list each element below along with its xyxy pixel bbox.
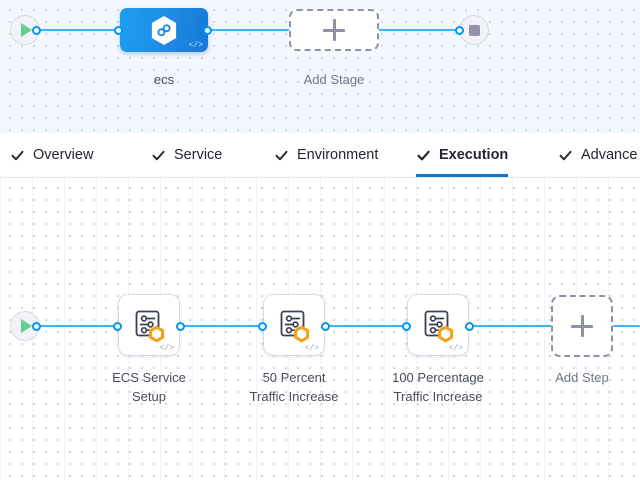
add-stage-button[interactable] (289, 9, 379, 51)
check-icon (11, 150, 24, 160)
tab-service-label: Service (174, 147, 223, 163)
step-connector-line-2 (180, 325, 264, 327)
tab-advanced[interactable]: Advance (558, 133, 637, 177)
stage-connector-line-1 (36, 29, 162, 31)
settings-sliders-icon (277, 308, 311, 343)
tab-execution-label: Execution (439, 147, 509, 163)
pipeline-start-node[interactable] (10, 15, 40, 45)
step-node-50-percent-traffic-increase[interactable]: </> (264, 295, 324, 355)
tab-service[interactable]: Service (151, 133, 222, 177)
step-connector-line-5 (613, 325, 640, 327)
step-code-glyph: </> (304, 344, 319, 353)
plus-icon (323, 19, 345, 41)
add-stage-label: Add Stage (303, 72, 365, 87)
step-label-50-percent-traffic-increase: 50 Percent Traffic Increase (249, 370, 339, 404)
stop-icon (468, 24, 480, 36)
check-icon (417, 150, 430, 160)
aws-ecs-hexagon-badge (294, 325, 310, 343)
hexagon-infinity-icon (150, 15, 178, 46)
stage-connector-dot-end[interactable] (455, 25, 464, 35)
stage-connector-line-2 (206, 29, 296, 31)
tab-overview[interactable]: Overview (10, 133, 93, 177)
plus-icon (571, 315, 593, 337)
stage-code-glyph: </> (188, 41, 203, 50)
step-connector-dot-3-out[interactable] (465, 321, 474, 331)
aws-ecs-hexagon-badge (438, 325, 454, 343)
step-connector-dot-3-in[interactable] (402, 321, 411, 331)
step-connector-dot-2-out[interactable] (321, 321, 330, 331)
tab-environment[interactable]: Environment (274, 133, 378, 177)
add-step-label: Add Step (555, 370, 609, 385)
play-icon (21, 23, 32, 37)
step-node-100-percentage-traffic-increase[interactable]: </> (408, 295, 468, 355)
tab-overview-label: Overview (33, 147, 94, 163)
step-connector-line-4 (469, 325, 552, 327)
step-label-100-percentage-traffic-increase: 100 Percentage Traffic Increase (392, 370, 484, 404)
step-connector-dot-1-in[interactable] (113, 321, 122, 331)
stage-node-ecs[interactable]: </> (120, 8, 208, 52)
check-icon (559, 150, 572, 160)
check-icon (152, 150, 165, 160)
tab-execution[interactable]: Execution (416, 133, 509, 177)
stage-label-ecs: ecs (153, 72, 175, 87)
stage-settings-tabbar: Overview Service Environment Execution A (0, 133, 640, 178)
step-connector-dot-1-out[interactable] (176, 321, 185, 331)
settings-sliders-icon (421, 308, 455, 343)
stage-connector-line-3 (376, 29, 466, 31)
stage-connector-dot-start[interactable] (32, 25, 41, 35)
tab-environment-label: Environment (297, 147, 379, 163)
add-step-button[interactable] (551, 295, 613, 357)
step-connector-line-3 (325, 325, 409, 327)
check-icon (275, 150, 288, 160)
tab-advanced-label: Advance (581, 147, 638, 163)
step-code-glyph: </> (159, 344, 174, 353)
execution-steps-canvas[interactable]: </> ECS Service Setup (0, 178, 640, 480)
stage-connector-dot-in[interactable] (114, 25, 123, 35)
step-label-ecs-service-setup: ECS Service Setup (112, 370, 186, 404)
step-node-ecs-service-setup[interactable]: </> (119, 295, 179, 355)
step-connector-line-1 (36, 325, 120, 327)
settings-sliders-icon (132, 308, 166, 343)
step-code-glyph: </> (448, 344, 463, 353)
step-connector-dot-2-in[interactable] (258, 321, 267, 331)
stage-canvas[interactable]: </> ecs Add Stage (0, 0, 640, 133)
stage-connector-dot-out[interactable] (203, 25, 212, 35)
aws-ecs-hexagon-badge (149, 325, 165, 343)
step-connector-dot-start[interactable] (32, 321, 41, 331)
play-icon (21, 319, 32, 333)
